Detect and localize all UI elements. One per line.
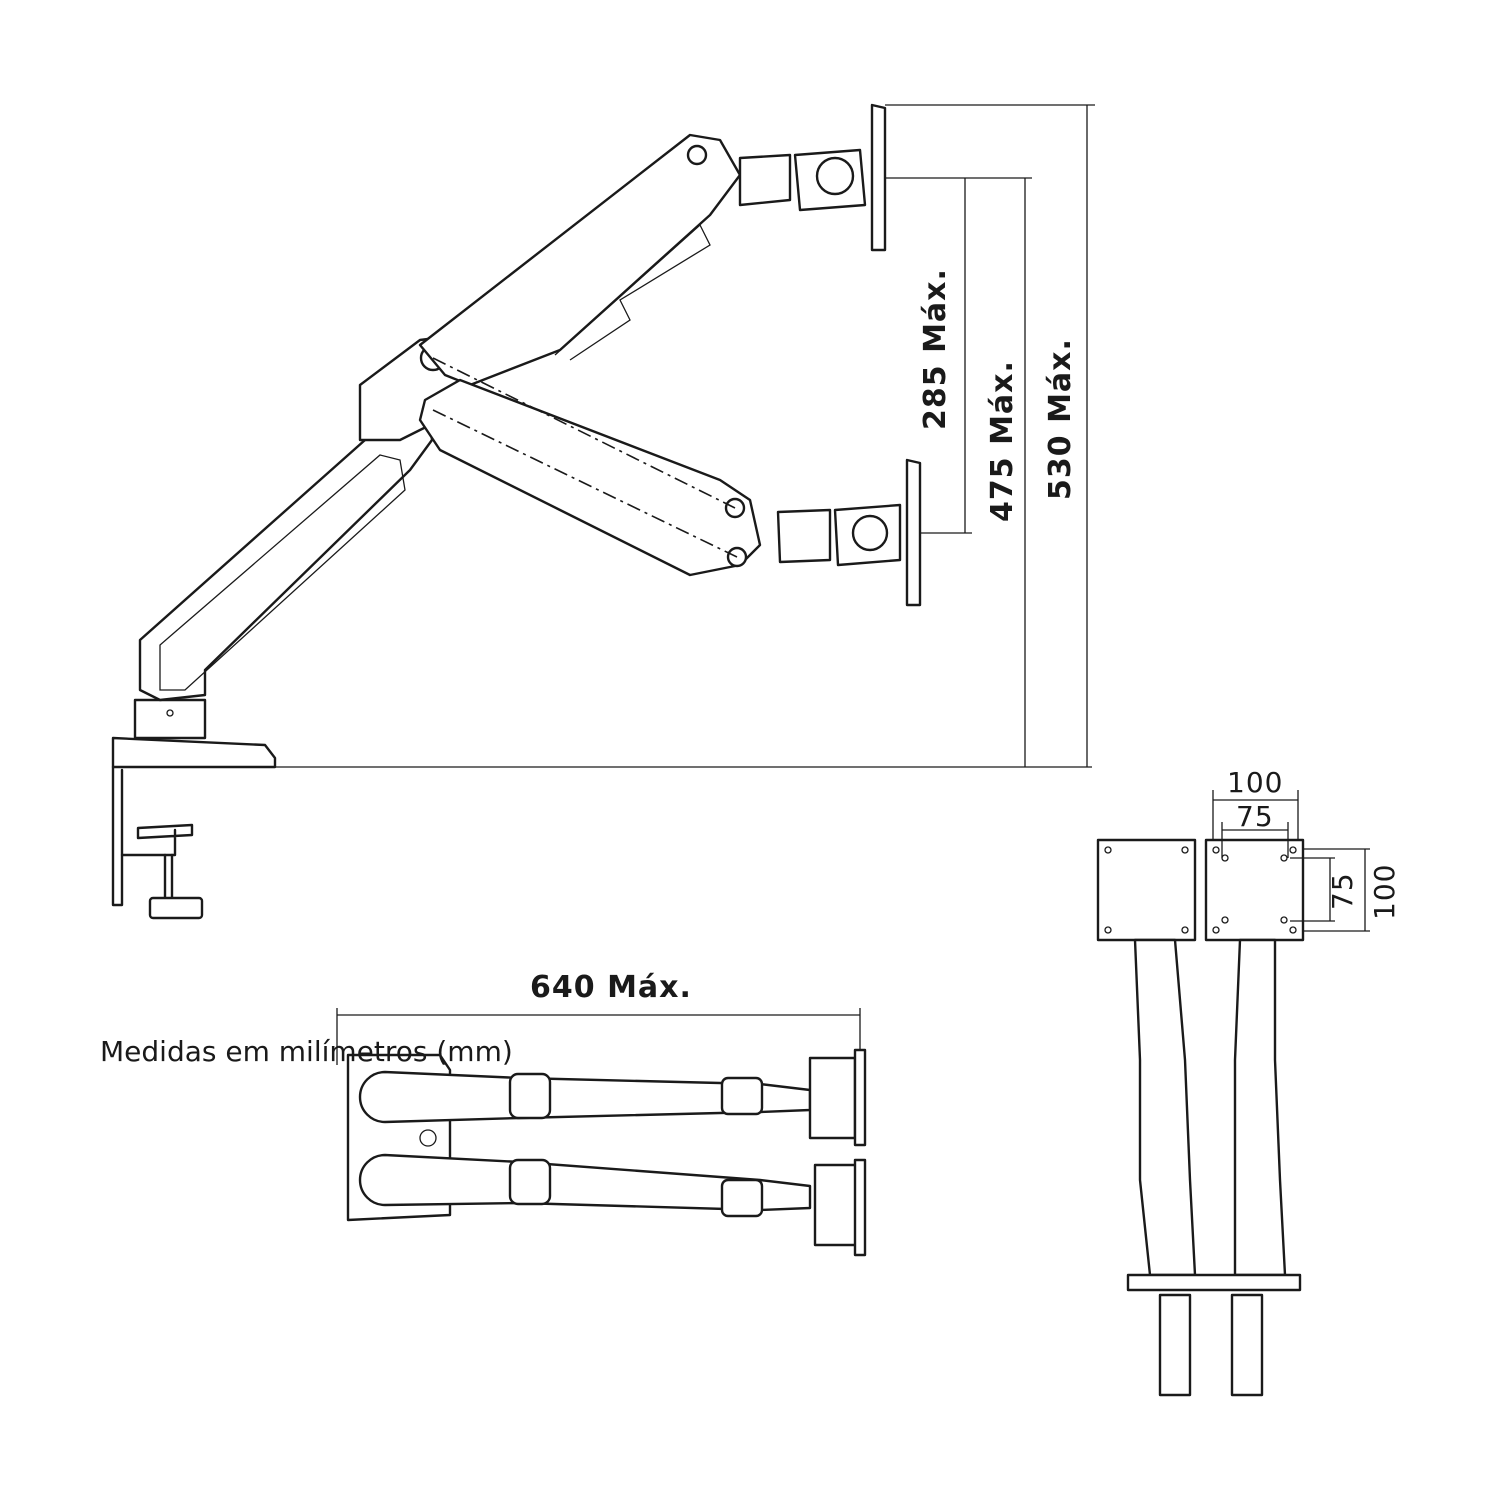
top-view <box>336 1008 867 1257</box>
clamp-plate <box>120 823 194 857</box>
upper-arm-raised <box>418 133 742 387</box>
side-view <box>111 103 1095 920</box>
vesa-inner-height-label: 75 <box>1326 872 1359 910</box>
top-arm-1 <box>358 1048 867 1147</box>
lower-tilt-head <box>776 508 832 564</box>
clamp-knob <box>148 896 204 920</box>
vesa-inner-width-label: 75 <box>1236 800 1274 833</box>
lower-arm <box>138 413 434 702</box>
height-dimension-lines <box>885 104 1095 767</box>
vesa-plate-left <box>1096 838 1197 942</box>
units-caption: Medidas em milímetros (mm) <box>100 1035 513 1068</box>
clamp-screw <box>163 853 174 902</box>
upper-tilt-head <box>738 153 792 207</box>
vesa-outer-width-label: 100 <box>1227 766 1284 799</box>
upper-arm-lowered <box>418 378 762 577</box>
front-view <box>1096 790 1370 1397</box>
clamp-left <box>1158 1293 1192 1397</box>
height-total-label: 530 Máx. <box>1043 338 1078 500</box>
reach-label: 640 Máx. <box>530 970 692 1005</box>
clamp-right <box>1230 1293 1264 1397</box>
clamp-base <box>111 736 277 769</box>
column-arm-right <box>1233 938 1287 1277</box>
lower-vesa-plate <box>905 458 922 607</box>
front-base <box>1126 1273 1302 1292</box>
height-upper-label: 285 Máx. <box>918 268 953 430</box>
column <box>133 698 207 740</box>
top-arm-2 <box>358 1153 867 1257</box>
vesa-dimension-lines <box>1212 790 1370 932</box>
vesa-outer-height-label: 100 <box>1368 863 1401 920</box>
clamp-bracket <box>111 765 124 907</box>
column-arm-left <box>1133 938 1197 1277</box>
height-mid-label: 475 Máx. <box>985 360 1020 522</box>
upper-vesa-plate <box>870 103 887 252</box>
